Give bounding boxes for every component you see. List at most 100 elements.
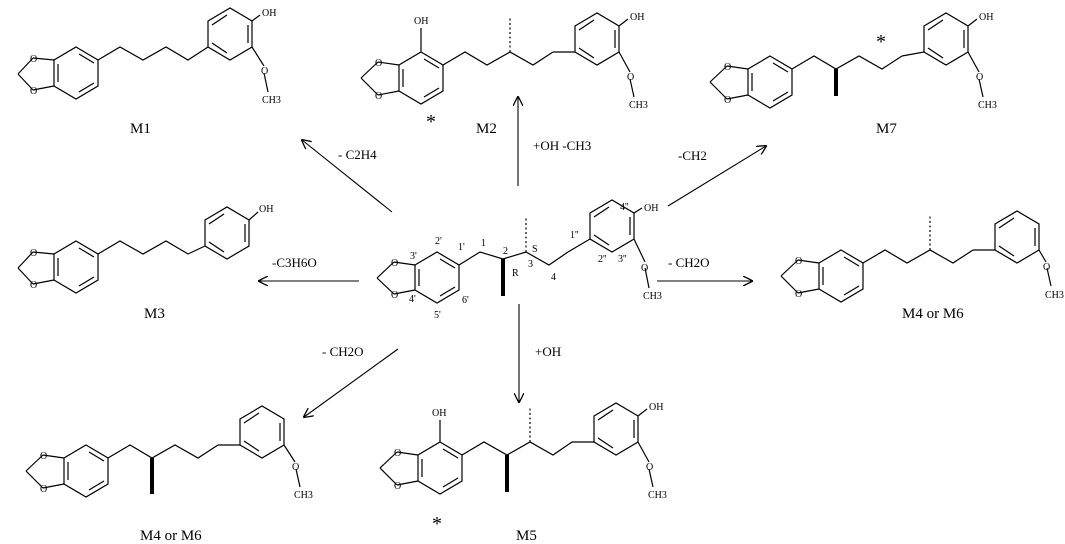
- ring: [207, 7, 253, 61]
- chain: [791, 55, 903, 70]
- bond: [637, 408, 648, 417]
- condition-label: - C2H4: [338, 147, 377, 162]
- atom-oh: OH: [630, 12, 644, 23]
- atom-oh: OH: [414, 16, 428, 27]
- ring: [398, 51, 444, 105]
- atom-o: O: [724, 62, 731, 73]
- compound-label: M1: [130, 121, 151, 137]
- bond: [376, 261, 395, 279]
- atom-oh: OH: [432, 408, 446, 419]
- arrow-to-m7: [667, 146, 766, 207]
- chain: [461, 441, 573, 456]
- atom-o: O: [30, 248, 37, 259]
- atom-oh: OH: [979, 12, 993, 23]
- chain: [862, 249, 974, 264]
- bond: [637, 441, 650, 463]
- atom-ch3: CH3: [629, 100, 648, 111]
- bond: [648, 468, 654, 488]
- ring: [574, 12, 620, 66]
- bond: [978, 78, 984, 98]
- bond: [998, 217, 1015, 229]
- position-label: 5': [434, 310, 441, 321]
- atom-o: O: [724, 95, 731, 106]
- bond: [379, 451, 398, 469]
- compound-label: M3: [144, 306, 165, 322]
- bond: [42, 454, 65, 459]
- condition-label: -CH2: [678, 148, 707, 163]
- wedge-bond: [501, 259, 505, 296]
- bond: [78, 82, 95, 93]
- bond: [772, 91, 789, 102]
- position-label: 1'': [570, 230, 579, 241]
- atom-o: O: [375, 58, 382, 69]
- ring: [593, 402, 639, 456]
- bond: [32, 85, 55, 91]
- atom-o: O: [795, 289, 802, 300]
- product-m7: O O * OH O CH3 M7: [709, 12, 997, 137]
- compound-label: M4 or M6: [140, 528, 202, 544]
- atom-ch3: CH3: [262, 95, 281, 106]
- bond: [376, 277, 395, 295]
- parent-chain: [458, 251, 569, 266]
- wedge-bond: [150, 458, 154, 494]
- position-label: 2'': [598, 254, 607, 265]
- stereo-label: S: [532, 244, 538, 255]
- position-label: 1': [458, 242, 465, 253]
- product-m5: O O OH * OH O CH3 M5: [379, 402, 667, 544]
- bond: [379, 467, 398, 486]
- wedge-bond: [505, 455, 509, 492]
- position-label: 2': [435, 236, 442, 247]
- bond: [251, 14, 261, 22]
- atom-o: O: [641, 263, 648, 274]
- atom-o: O: [795, 256, 802, 267]
- position-label: 1: [481, 238, 486, 249]
- bond: [25, 470, 44, 489]
- atom-oh: OH: [259, 204, 273, 215]
- bond: [393, 289, 416, 295]
- bond: [42, 483, 65, 489]
- position-label: 4'': [620, 202, 629, 213]
- bond: [780, 259, 799, 277]
- atom-o: O: [375, 91, 382, 102]
- position-marker: *: [876, 31, 886, 53]
- position-label: 3'': [618, 254, 627, 265]
- atom-ch3: CH3: [978, 100, 997, 111]
- condition-label: -C3H6O: [272, 255, 317, 270]
- bond: [423, 87, 440, 98]
- bond: [633, 207, 643, 214]
- bond: [211, 42, 228, 54]
- ring: [53, 46, 99, 100]
- bond: [567, 238, 591, 253]
- ring: [994, 210, 1040, 264]
- stereo-label: R: [512, 268, 519, 279]
- bond: [597, 409, 614, 421]
- bond: [78, 247, 95, 258]
- bond: [578, 19, 595, 31]
- atom-o: O: [30, 86, 37, 97]
- bond: [251, 46, 265, 67]
- bond: [597, 437, 614, 449]
- bond: [32, 57, 55, 61]
- bond: [423, 58, 440, 69]
- atom-o: O: [394, 481, 401, 492]
- bond: [243, 412, 260, 424]
- bond: [295, 468, 301, 488]
- bond: [360, 77, 379, 96]
- atom-ch3: CH3: [294, 490, 313, 501]
- atom-oh: OH: [644, 203, 658, 214]
- bond: [797, 259, 820, 264]
- atom-o: O: [30, 54, 37, 65]
- ring: [417, 441, 463, 495]
- bond: [618, 18, 629, 27]
- bond: [208, 241, 225, 253]
- atom-o: O: [261, 66, 268, 77]
- bond: [439, 286, 456, 297]
- bond: [263, 72, 269, 93]
- bond: [248, 211, 259, 221]
- bond: [843, 256, 860, 267]
- bond: [578, 47, 595, 59]
- arrow-to-m1: [302, 140, 393, 213]
- condition-label: - CH2O: [668, 255, 710, 270]
- ring: [239, 405, 285, 459]
- bond: [633, 238, 646, 263]
